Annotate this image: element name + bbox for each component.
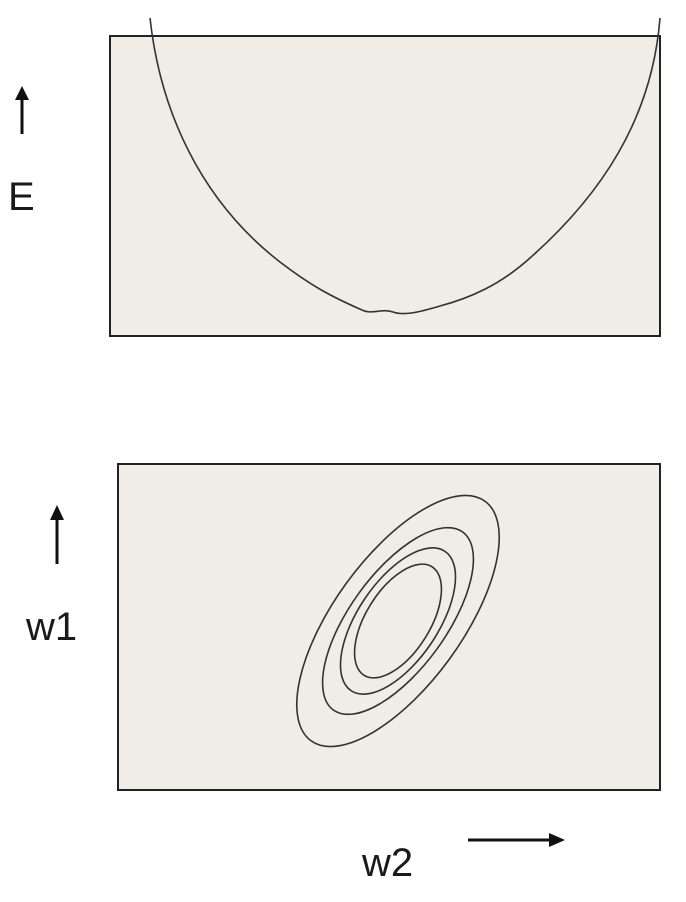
contour-lines (295, 494, 501, 748)
e-axis-label: E (8, 175, 35, 219)
arrow-up-icon (15, 86, 29, 134)
w2-arrow-head (549, 833, 565, 847)
top-panel-frame (109, 35, 661, 337)
bottom-panel (117, 463, 661, 791)
contour-outer (295, 494, 501, 748)
contour-inner (353, 563, 443, 679)
error-curve (149, 17, 661, 315)
w1-arrow-head (50, 505, 64, 520)
contour-second (321, 526, 475, 716)
arrow-up-icon (50, 505, 64, 564)
w1-axis-label: w1 (25, 605, 77, 649)
top-panel (109, 17, 661, 337)
bottom-panel-frame (117, 463, 661, 791)
e-arrow-head (15, 86, 29, 100)
contour-third (339, 547, 457, 695)
arrow-right-icon (468, 833, 565, 847)
w2-axis-label: w2 (361, 841, 413, 885)
